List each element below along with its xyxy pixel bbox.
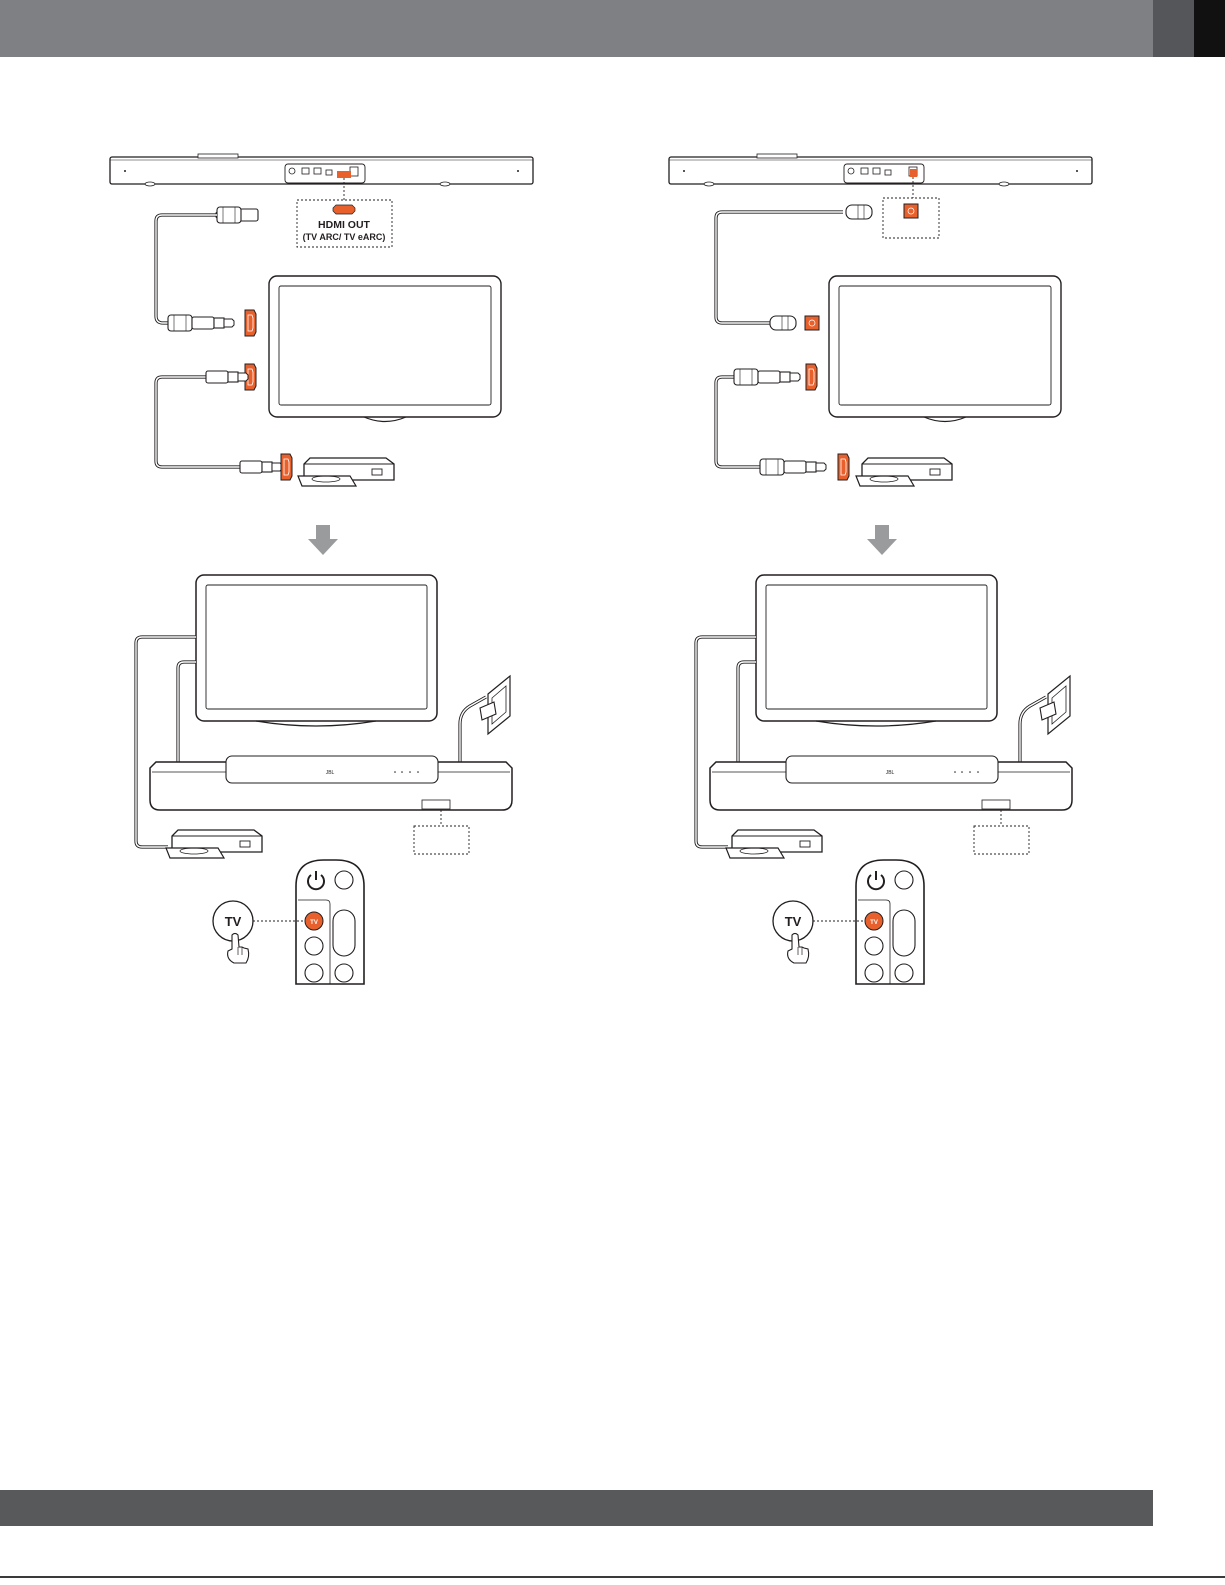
footer-bar bbox=[0, 1490, 1153, 1526]
wall-socket-icon bbox=[480, 676, 510, 734]
hdmi-out-label: HDMI OUT bbox=[318, 219, 370, 231]
bluray-player-bottom-left bbox=[166, 830, 262, 858]
hdmi-out-port-highlight bbox=[337, 171, 351, 178]
bluray-player-bottom-right bbox=[726, 830, 822, 858]
tv-button-label: TV bbox=[310, 920, 318, 926]
tv-rear-right bbox=[829, 276, 1061, 422]
right-panel: TV TV bbox=[669, 154, 1092, 984]
tv-callout-label-right: TV bbox=[785, 914, 802, 929]
tv-rear-left bbox=[269, 276, 501, 422]
optical-port-icon bbox=[904, 204, 918, 218]
hdmi-arc-label: (TV ARC/ TV eARC) bbox=[303, 232, 386, 242]
bluray-player-left bbox=[298, 458, 394, 486]
footer-rule bbox=[0, 1576, 1225, 1578]
tv-front-right bbox=[756, 575, 997, 726]
tv-hdmi-port-right bbox=[806, 364, 817, 390]
tv-optical-port bbox=[805, 316, 819, 330]
optical-plug-icon bbox=[846, 205, 872, 219]
soundbar-rear-right bbox=[669, 154, 1092, 186]
optical-port-highlight bbox=[910, 169, 917, 177]
ferrite-choke-icon bbox=[217, 207, 241, 223]
soundbar-front-left bbox=[150, 756, 512, 810]
wall-socket-icon-right bbox=[1040, 676, 1070, 734]
tv-callout-label: TV bbox=[225, 914, 242, 929]
bluray-player-right bbox=[856, 458, 952, 486]
tv-hdmi-arc-port bbox=[245, 310, 256, 336]
tv-button-label-right: TV bbox=[870, 920, 878, 926]
down-arrow-icon-right bbox=[867, 525, 897, 555]
down-arrow-icon bbox=[308, 525, 338, 555]
player-hdmi-port-right bbox=[838, 454, 849, 480]
display-callout bbox=[414, 826, 469, 854]
soundbar-rear-left bbox=[110, 154, 533, 186]
soundbar-front-right bbox=[710, 756, 1072, 810]
player-hdmi-port bbox=[281, 454, 292, 480]
hdmi-port-icon bbox=[333, 205, 355, 214]
tv-front-left bbox=[196, 575, 437, 726]
left-panel: HDMI OUT (TV ARC/ TV eARC) bbox=[110, 154, 533, 984]
display-callout-right bbox=[974, 826, 1029, 854]
